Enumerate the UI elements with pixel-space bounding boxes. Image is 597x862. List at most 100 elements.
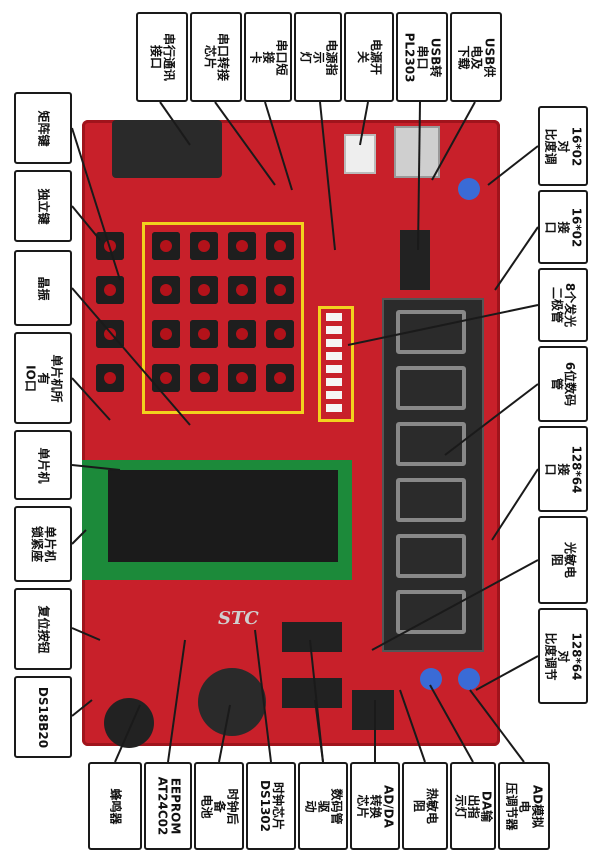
trim-pot-top [458,178,480,200]
label-mcu: 单片机 [14,430,72,500]
label-lcd12864-port: 128*64接 口 [538,426,588,512]
buzzer-part [104,698,154,748]
label-mcu-io: 单片机所有 IO口 [14,332,72,424]
led [326,339,342,347]
clock-battery-part [198,668,266,736]
matrix-key[interactable] [152,320,180,348]
digit-segment [396,366,466,410]
led-frame [318,306,354,422]
label-crystal: 晶振 [14,250,72,326]
independent-key[interactable] [96,232,124,260]
led [326,404,342,412]
label-lcd1602-contrast: 16*02对 比度调 [538,106,588,186]
mcu-chip [108,470,338,562]
pcb-board: STC [82,120,500,748]
db9-serial-connector [112,120,222,178]
label-serial-chip: 串口转接 芯片 [190,12,242,102]
key-cap [274,372,286,384]
key-cap [104,328,116,340]
independent-key[interactable] [96,276,124,304]
matrix-key[interactable] [266,320,294,348]
power-switch-part [344,134,376,174]
seven-segment-display [382,298,484,652]
label-reset: 复位按钮 [14,588,72,670]
key-cap [198,284,210,296]
matrix-key[interactable] [190,364,218,392]
digit-segment [396,310,466,354]
matrix-key[interactable] [190,276,218,304]
driver-chip-b [282,678,342,708]
label-clock-chip: 时钟芯片 DS1302 [246,762,296,850]
label-seg-display: 6位数码 管 [538,346,588,422]
label-independent-keys: 独立键 [14,170,72,242]
label-ad-da: AD/DA转换 芯片 [350,762,400,850]
adda-chip [352,690,394,730]
key-cap [104,240,116,252]
label-eeprom: EEPROM AT24C02 [144,762,192,850]
label-serial-port: 串行通讯 接口 [136,12,188,102]
led [326,352,342,360]
key-cap [198,328,210,340]
label-ds18b20: DS18B20 [14,676,72,758]
digit-segment [396,534,466,578]
pl2303-chip [400,230,430,290]
matrix-key[interactable] [266,364,294,392]
matrix-key[interactable] [266,276,294,304]
label-power-switch: 电源开关 [344,12,394,102]
label-seg-driver: 数码管驱 动 [298,762,348,850]
label-power-led: 电源指示 灯 [294,12,342,102]
matrix-key[interactable] [152,364,180,392]
label-usb-power: USB供电及 下载 [450,12,502,102]
key-cap [160,284,172,296]
matrix-key[interactable] [228,364,256,392]
led [326,391,342,399]
usb-connector [394,126,440,178]
matrix-key[interactable] [228,320,256,348]
label-mcu-socket: 单片机 锁紧座 [14,506,72,582]
label-leds: 8个发光 二极管 [538,268,588,342]
key-cap [274,240,286,252]
led [326,313,342,321]
key-cap [104,284,116,296]
label-photoresistor: 光敏电阻 [538,516,588,604]
matrix-key[interactable] [228,232,256,260]
matrix-key[interactable] [190,320,218,348]
label-lcd12864-contrast: 128*64对 比度调节 [538,608,588,704]
label-ad-pot: AD模拟电 压调节器 [498,762,550,850]
label-buzzer: 蜂鸣器 [88,762,142,850]
digit-segment [396,590,466,634]
key-cap [274,284,286,296]
matrix-key[interactable] [190,232,218,260]
digit-segment [396,478,466,522]
trim-pot-b [458,668,480,690]
key-cap [104,372,116,384]
key-cap [274,328,286,340]
key-cap [236,240,248,252]
key-cap [160,328,172,340]
independent-key[interactable] [96,320,124,348]
led [326,365,342,373]
key-cap [198,240,210,252]
driver-chip-a [282,622,342,652]
key-cap [236,284,248,296]
key-cap [198,372,210,384]
led [326,378,342,386]
label-usb-serial: USB转串口 PL2303 [396,12,448,102]
digit-segment [396,422,466,466]
matrix-key[interactable] [152,232,180,260]
led [326,326,342,334]
trim-pot-a [420,668,442,690]
label-serial-jumper: 串口短接 卡 [244,12,292,102]
independent-key[interactable] [96,364,124,392]
matrix-key[interactable] [266,232,294,260]
key-cap [236,372,248,384]
key-cap [236,328,248,340]
matrix-key[interactable] [152,276,180,304]
label-lcd1602-port: 16*02接 口 [538,190,588,264]
key-cap [160,240,172,252]
label-clock-battery: 时钟后备 电池 [194,762,244,850]
label-thermistor: 热敏电阻 [402,762,448,850]
label-matrix-keys: 矩阵键 [14,92,72,164]
matrix-key[interactable] [228,276,256,304]
label-da-led: DA输出指 示灯 [450,762,496,850]
